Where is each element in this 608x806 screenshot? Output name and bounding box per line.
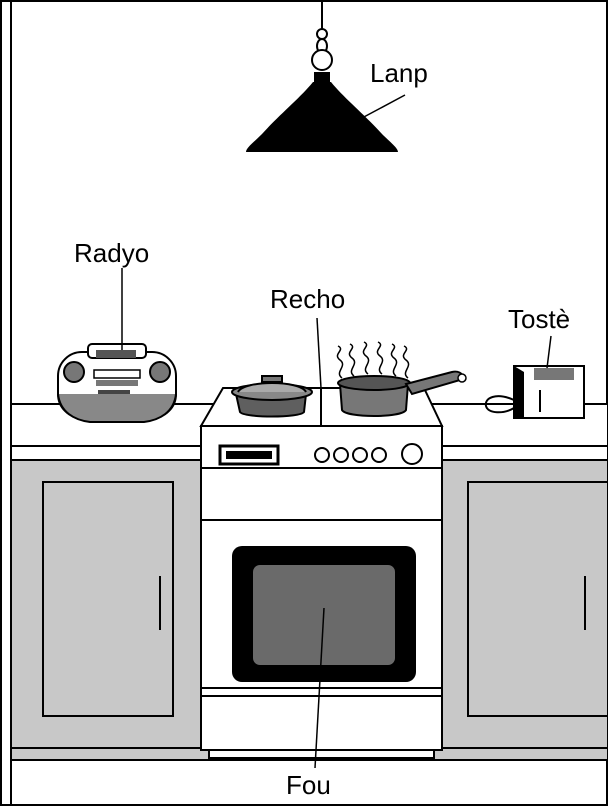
label-oven: Fou xyxy=(286,770,331,800)
radio xyxy=(58,344,176,422)
label-toaster: Tostè xyxy=(508,304,570,334)
label-stovetop: Recho xyxy=(270,284,345,314)
stove xyxy=(201,388,442,758)
label-lamp: Lanp xyxy=(370,58,428,88)
label-radio: Radyo xyxy=(74,238,149,268)
